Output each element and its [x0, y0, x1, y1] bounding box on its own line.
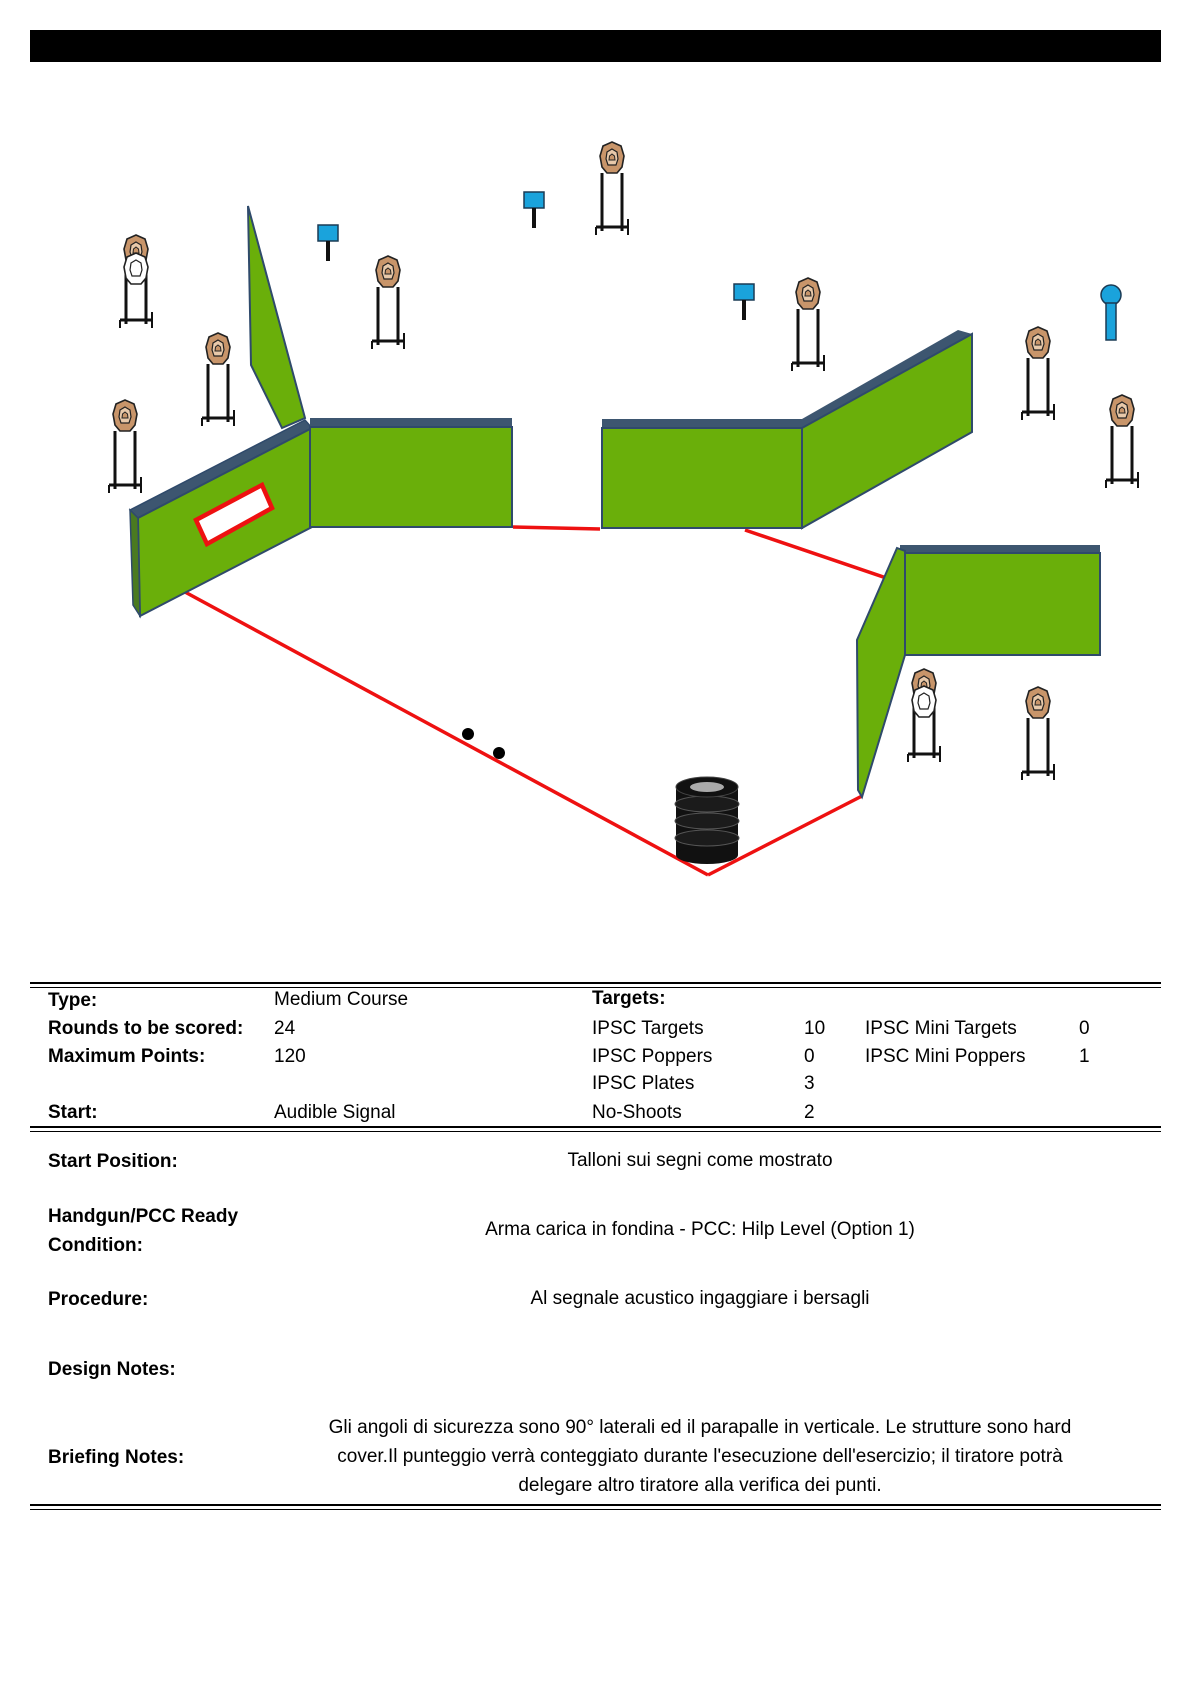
header-bar — [30, 30, 1161, 62]
mini-target-count: 0 — [1079, 1018, 1090, 1039]
mini-popper — [1100, 284, 1122, 341]
briefing-notes-line-1: Gli angoli di sicurezza sono 90° lateral… — [328, 1417, 1072, 1438]
wall-left-upright — [247, 205, 307, 430]
no-shoot-target — [123, 252, 149, 285]
procedure-value: Al segnale acustico ingaggiare i bersagl… — [530, 1288, 870, 1309]
mini-target-label: IPSC Mini Poppers — [865, 1046, 1026, 1067]
steel-plate — [733, 283, 755, 321]
procedure-label: Procedure: — [48, 1289, 149, 1310]
briefing-notes-label: Briefing Notes: — [48, 1447, 185, 1468]
target-label: No-Shoots — [592, 1102, 682, 1123]
ipsc-target — [594, 140, 630, 237]
ipsc-target — [1020, 685, 1056, 782]
target-count: 0 — [804, 1046, 815, 1067]
points-label: Maximum Points: — [48, 1046, 206, 1067]
design-notes-label: Design Notes: — [48, 1359, 176, 1380]
start-mark — [462, 728, 474, 740]
table-mid-rule-inner — [30, 1131, 1161, 1132]
stage-diagram — [107, 140, 1140, 877]
briefing-notes-line-3: delegare altro tiratore alla verifica de… — [518, 1475, 882, 1496]
start-position-label: Start Position: — [48, 1151, 178, 1172]
ipsc-target — [200, 331, 236, 428]
tire-stack — [674, 776, 740, 864]
type-value: Medium Course — [274, 989, 409, 1010]
table-bottom-rule — [30, 1504, 1161, 1506]
steel-plate — [317, 224, 339, 262]
wall-center-left — [309, 418, 513, 528]
wall-center-right — [601, 330, 973, 530]
table-top-rule-inner — [30, 987, 1161, 988]
table-bottom-rule-inner — [30, 1509, 1161, 1510]
target-count: 10 — [804, 1018, 826, 1039]
target-label: IPSC Poppers — [592, 1046, 713, 1067]
target-label: IPSC Targets — [592, 1018, 704, 1039]
window-port — [193, 481, 275, 548]
mini-target-count: 1 — [1079, 1046, 1090, 1067]
table-top-rule — [30, 982, 1161, 984]
briefing-notes-line-2: cover.Il punteggio verrà conteggiato dur… — [337, 1446, 1063, 1467]
start-value: Audible Signal — [274, 1102, 396, 1123]
ipsc-target — [790, 276, 826, 373]
ready-condition-label: Handgun/PCC Ready — [48, 1206, 239, 1227]
rounds-label: Rounds to be scored: — [48, 1018, 244, 1039]
fault-lines — [184, 525, 899, 877]
start-position-value: Talloni sui segni come mostrato — [567, 1150, 833, 1171]
start-label: Start: — [48, 1102, 98, 1123]
targets-header: Targets: — [592, 988, 666, 1009]
wall-right — [855, 545, 1101, 800]
target-count: 3 — [804, 1073, 815, 1094]
wall-left-angled — [128, 419, 314, 619]
points-value: 120 — [274, 1046, 306, 1067]
rounds-value: 24 — [274, 1018, 296, 1039]
target-label: IPSC Plates — [592, 1073, 695, 1094]
mini-target-label: IPSC Mini Targets — [865, 1018, 1017, 1039]
ipsc-target — [1104, 393, 1140, 490]
ready-condition-label-2: Condition: — [48, 1235, 143, 1256]
ipsc-target — [1020, 325, 1056, 422]
ready-condition-value: Arma carica in fondina - PCC: Hilp Level… — [485, 1219, 915, 1240]
table-mid-rule — [30, 1126, 1161, 1128]
no-shoot-target — [911, 685, 937, 718]
steel-plate — [523, 191, 545, 229]
start-mark — [493, 747, 505, 759]
type-label: Type: — [48, 990, 98, 1011]
target-count: 2 — [804, 1102, 815, 1123]
ipsc-target — [370, 254, 406, 351]
ipsc-target — [107, 398, 143, 495]
